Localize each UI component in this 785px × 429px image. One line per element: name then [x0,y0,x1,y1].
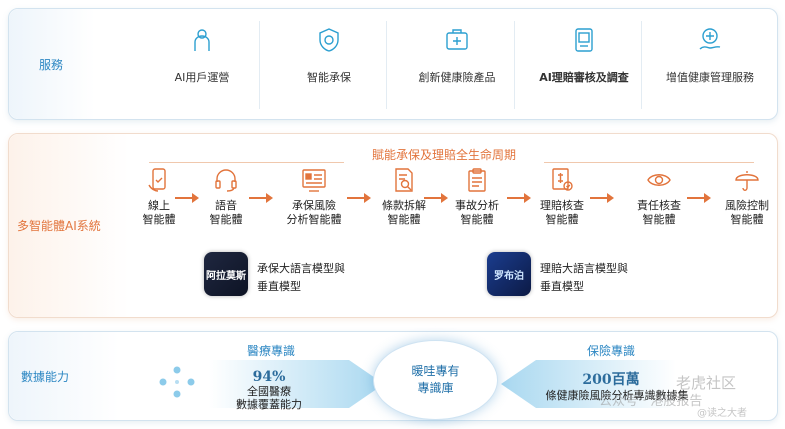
flow-arrow-icon [590,193,614,203]
core-knowledge-base: 暖哇專有 專識庫 [373,340,498,420]
agent-line1: 風險控制 [725,199,769,212]
agent-line1: 線上 [148,199,170,212]
core-line1: 暖哇專有 [411,364,460,378]
claim-document-icon [575,28,593,52]
service-label: 智能承保 [307,71,351,84]
agent-underwriting-risk: 承保風險 分析智能體 [274,167,354,227]
agent-line2: 智能體 [209,213,243,226]
ai-title: 賦能承保及理賠全生命周期 [371,148,516,162]
service-smart-underwriting: 智能承保 [264,27,394,85]
model-line1: 理賠大語言模型與 [540,262,628,275]
agent-line1: 理賠核查 [540,199,584,212]
flow-arrow-icon [347,193,371,203]
divider [259,21,260,109]
data-capability-panel: 數據能力 醫療專識 94% 全國醫療 數據覆蓋能力 保險專識 200百萬 條健康… [8,331,778,421]
headset-icon [215,169,237,192]
service-label: AI理賠審核及調查 [539,71,629,84]
service-user-operation: AI用戶運營 [137,27,267,85]
agent-voice: 語音 智能體 [186,167,266,227]
divider [514,21,515,109]
agent-line2: 智能體 [387,213,421,226]
agent-line2: 智能體 [142,213,176,226]
agent-line2: 智能體 [460,213,494,226]
agent-line1: 語音 [215,199,237,212]
ai-system-label: 多智能體AI系統 [9,134,129,317]
services-label: 服務 [9,9,95,119]
medical-desc-line1: 全國醫療 [247,385,291,398]
agent-line1: 條款拆解 [382,199,426,212]
title-rule-left [149,162,344,163]
service-label: AI用戶運營 [174,71,230,84]
eye-icon [647,174,671,186]
underwriting-model-logo: 阿拉莫斯 [204,252,248,296]
insurance-value: 200百萬 [582,372,640,388]
claim-check-icon [552,168,573,191]
services-panel: 服務 AI用戶運營 智能承保 創新健康險產品 AI理賠審核及調查 增值健康管理服… [8,8,778,120]
agent-line2: 智能體 [730,213,764,226]
umbrella-icon [735,171,759,191]
flow-arrow-icon [424,193,448,203]
divider [641,21,642,109]
agent-clause-parsing: 條款拆解 智能體 [364,167,444,227]
watermark-1: 老虎社区 [676,374,737,392]
agent-line2: 智能體 [545,213,579,226]
medical-desc: 全國醫療 數據覆蓋能力 [219,385,319,411]
service-label: 增值健康管理服務 [666,71,754,84]
flow-arrow-icon [249,193,273,203]
insurance-desc: 條健康險風險分析專識數據集 [545,389,689,402]
agent-line2: 智能體 [642,213,676,226]
core-line2: 專識庫 [417,381,454,395]
service-claims-review: AI理賠審核及調查 [519,27,649,85]
claims-model-logo: 罗布泊 [487,252,531,296]
service-innovative-product: 創新健康險產品 [392,27,522,85]
flow-arrow-icon [507,193,531,203]
model-line2: 垂直模型 [257,280,301,293]
divider [386,21,387,109]
agent-online: 線上 智能體 [119,167,199,227]
watermark-3: @读之大者 [697,408,747,419]
flow-arrow-icon [175,193,199,203]
medical-title: 醫療專識 [246,344,295,358]
model-line2: 垂直模型 [540,280,584,293]
agent-risk-control: 風險控制 智能體 [707,167,785,227]
model-logo-text: 罗布泊 [494,270,524,282]
agent-claims-check: 理賠核查 智能體 [522,167,602,227]
medical-arrow-shape [209,360,384,408]
medical-desc-line2: 數據覆蓋能力 [236,398,302,411]
medical-value: 94% [252,369,286,385]
model-logo-text: 阿拉莫斯 [206,270,246,282]
document-search-icon [395,168,413,192]
clipboard-icon [468,168,486,192]
person-icon [194,29,210,51]
agent-line2: 分析智能體 [286,213,342,226]
watermark-2: 公众号 · 港股报告 [599,394,703,409]
mobile-hand-icon [148,168,166,192]
data-capability-label: 數據能力 [9,332,119,420]
model-line1: 承保大語言模型與 [257,262,345,275]
medical-cross-icon [446,29,468,50]
agent-liability-check: 責任核查 智能體 [619,167,699,227]
service-health-management: 增值健康管理服務 [645,27,775,85]
insurance-arrow-shape [501,360,676,408]
claims-model-text: 理賠大語言模型與 垂直模型 [540,260,628,296]
agent-accident-analysis: 事故分析 智能體 [437,167,517,227]
risk-analysis-icon [302,169,326,192]
agent-line1: 承保風險 [292,199,336,212]
service-label: 創新健康險產品 [418,71,496,84]
flow-arrow-icon [687,193,711,203]
shield-check-icon [319,28,339,52]
dots-decoration [159,366,195,398]
agent-line1: 責任核查 [637,199,681,212]
health-care-hand-icon [699,28,721,50]
insurance-title: 保險專識 [586,344,635,358]
agent-line1: 事故分析 [455,199,499,212]
ai-system-panel: 多智能體AI系統 賦能承保及理賠全生命周期 線上 智能體 語音 智能體 承保風險… [8,133,778,318]
underwriting-model-text: 承保大語言模型與 垂直模型 [257,260,345,296]
title-rule-right [544,162,754,163]
